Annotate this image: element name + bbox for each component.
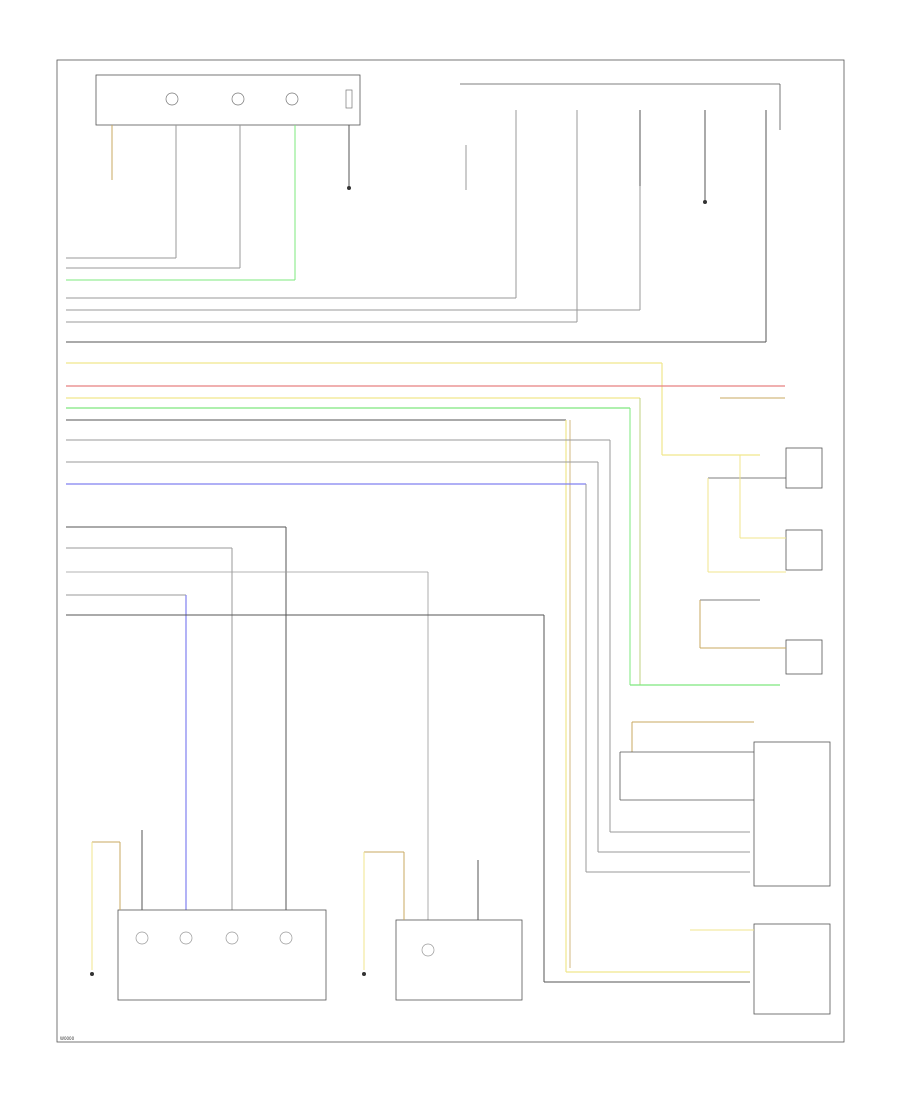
upper-bus-wires [66,186,767,343]
bottom-left-component-group [90,830,327,1001]
diagram-border [56,59,845,1043]
colored-bus-wires [66,362,785,973]
lower-bus-wires [66,526,750,983]
right-side-components [619,397,831,1015]
bottom-middle-component-group [362,851,523,1001]
top-right-component-group [460,83,781,322]
diagram-code: W0000 [60,1036,75,1041]
top-left-component-group [95,74,361,280]
